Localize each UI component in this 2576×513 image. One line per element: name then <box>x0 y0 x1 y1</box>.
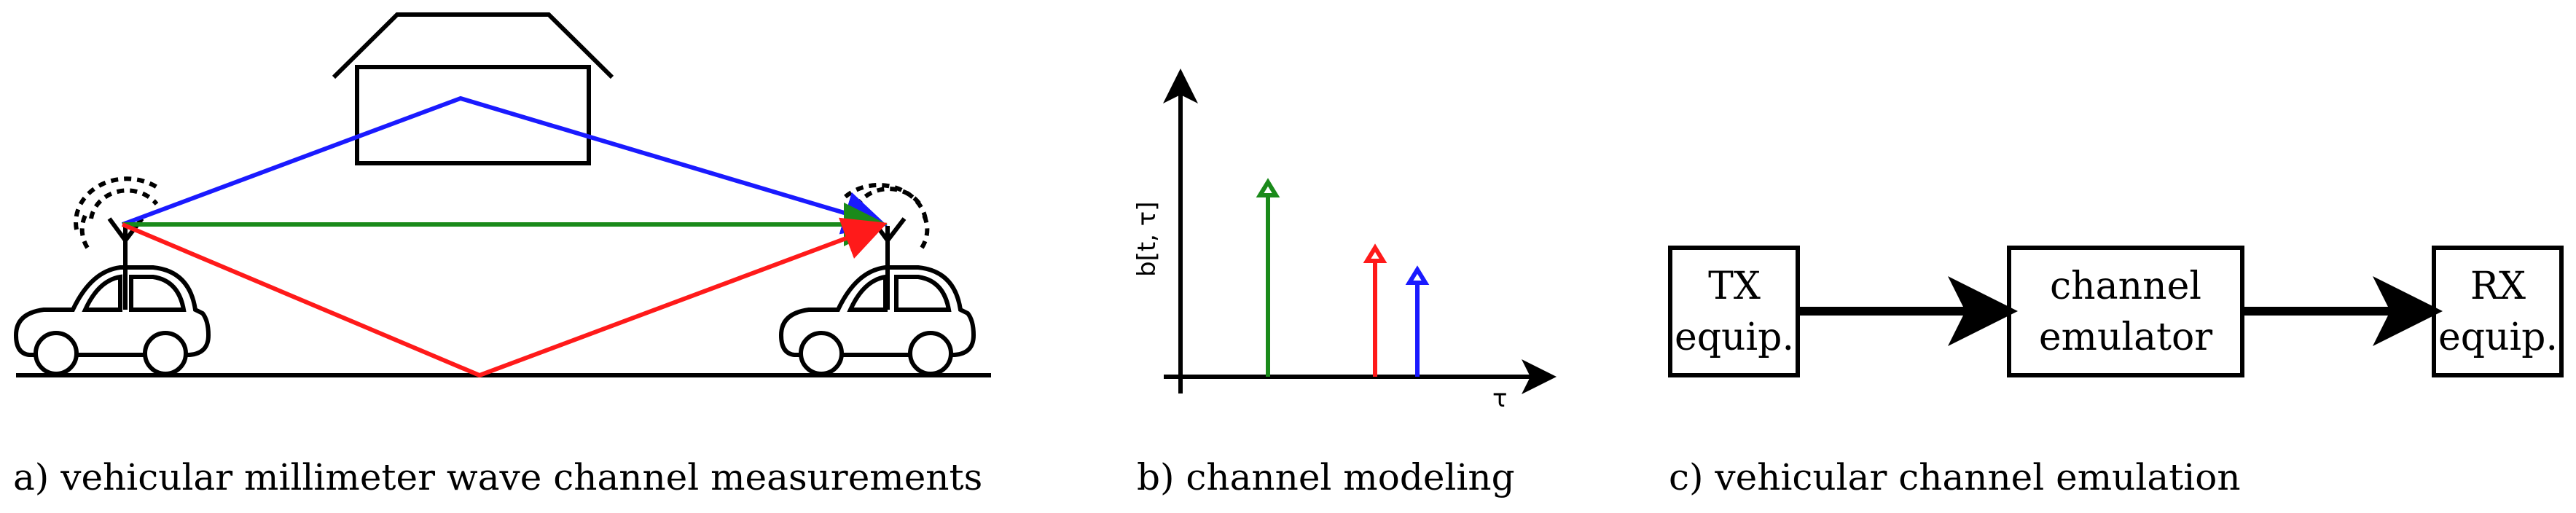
panel-b-channel-model: b[t, τ] τ b) channel modeling <box>1132 68 1557 498</box>
propagation-paths <box>121 95 888 378</box>
panel-c-emulation: TX equip. channel emulator RX equip. c) … <box>1668 246 2564 498</box>
car-icon <box>13 265 211 376</box>
antenna-icon <box>844 182 930 310</box>
rx-label-line1: RX <box>2470 265 2526 308</box>
house-icon <box>332 12 614 165</box>
car-icon <box>778 265 976 376</box>
caption-b: b) channel modeling <box>1137 456 1515 498</box>
impulse-red <box>1363 243 1387 377</box>
antenna-icon <box>74 176 162 310</box>
caption-c: c) vehicular channel emulation <box>1669 456 2241 498</box>
channel-emulator-block <box>2007 246 2244 377</box>
caption-a: a) vehicular millimeter wave channel mea… <box>13 456 982 498</box>
ground-reflection-path-red <box>121 217 888 378</box>
impulse-green <box>1256 178 1280 377</box>
emulator-label-line2: emulator <box>2039 316 2212 359</box>
tx-label-line1: TX <box>1708 265 1761 308</box>
x-axis-label: τ <box>1492 384 1507 413</box>
reflection-path-blue <box>121 95 888 235</box>
rx-label-line2: equip. <box>2438 316 2558 359</box>
y-axis-label: b[t, τ] <box>1132 201 1162 277</box>
tx-equipment-block <box>1668 246 1800 377</box>
impulse-blue <box>1405 265 1430 377</box>
tx-label-line2: equip. <box>1675 316 1794 359</box>
panel-a-measurement-scene: a) vehicular millimeter wave channel mea… <box>13 12 991 498</box>
rx-equipment-block <box>2432 246 2564 377</box>
emulator-label-line1: channel <box>2050 265 2201 308</box>
